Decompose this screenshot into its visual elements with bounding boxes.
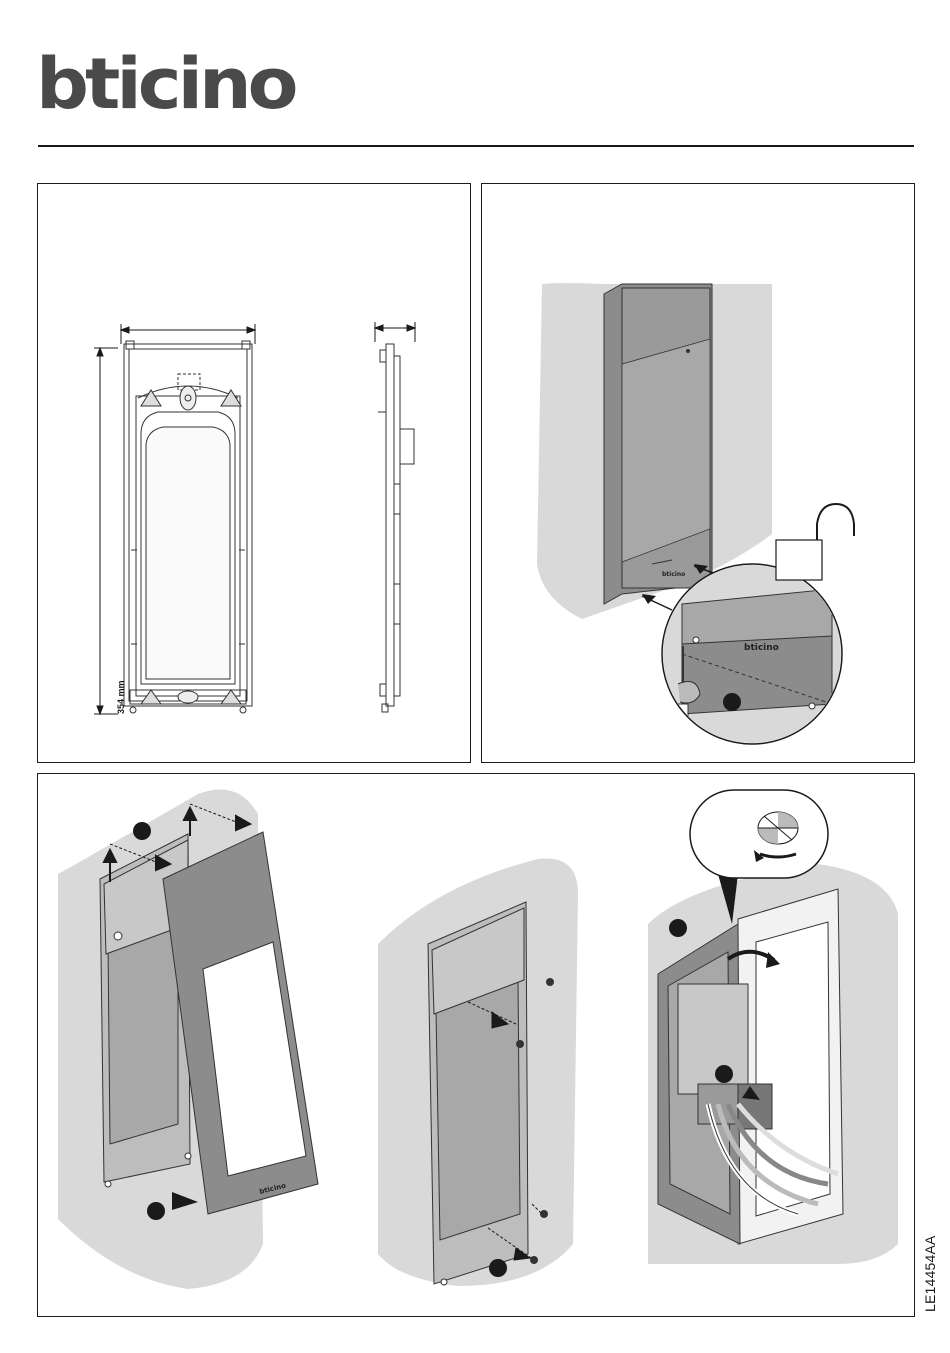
removal-illustration: bticino xyxy=(38,774,914,1316)
backplate-step2 xyxy=(428,902,528,1285)
dimensions-panel: 354 mm xyxy=(37,183,471,763)
step-marker xyxy=(669,919,687,937)
unlock-panel: bticino bticino xyxy=(481,183,915,763)
unlock-illustration: bticino bticino xyxy=(482,184,914,762)
door-entry-device: bticino xyxy=(604,284,712,604)
step-marker xyxy=(723,693,741,711)
brand-logo-text: bticino xyxy=(36,46,336,122)
height-dimension-label: 354 mm xyxy=(116,680,126,714)
magnified-brand-mark: bticino xyxy=(744,643,779,653)
brand-logo: bticino xyxy=(36,46,336,126)
step-marker xyxy=(147,1202,165,1220)
dimensions-drawing xyxy=(38,184,470,762)
device-brand-mark: bticino xyxy=(662,571,685,578)
header-rule xyxy=(38,145,914,147)
removal-panel: bticino xyxy=(37,773,915,1317)
document-code: LE14454AA xyxy=(922,1235,938,1312)
step-marker xyxy=(133,822,151,840)
unlocked-padlock-icon xyxy=(776,504,854,580)
arrow-icon xyxy=(642,594,656,604)
step-marker xyxy=(715,1065,733,1083)
step-marker xyxy=(489,1259,507,1277)
